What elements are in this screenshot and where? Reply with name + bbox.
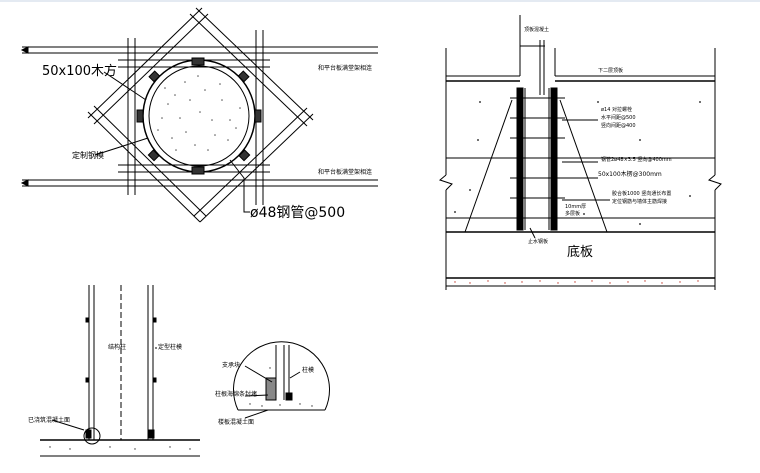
section-label-note-1: ø14 对拉螺栓 — [601, 107, 633, 113]
section-dots — [454, 101, 701, 225]
detail-label-sponge: 柱根海绵条封堵 — [215, 391, 258, 398]
section-label-plate-note: 多层板 — [565, 211, 581, 217]
section-label-top-pour: 顶板混凝土 — [524, 27, 550, 33]
section-label-plywood-2: 定位钢筋与墙体主筋焊接 — [612, 199, 668, 205]
plan-label-tie-bottom: 和平台板满堂架相连 — [318, 169, 373, 176]
column-concrete-hatch — [157, 75, 241, 151]
elevation-label-formwork: 定型柱模 — [158, 344, 183, 351]
section-label-bottom-left: 止水钢板 — [528, 239, 549, 245]
plan-view — [20, 7, 378, 223]
section-label-hole: 10mm厚 — [565, 204, 587, 210]
detail-label-column-side: 柱模 — [302, 367, 315, 374]
elevation-label-base-slab: 已浇筑混凝土面 — [28, 417, 71, 424]
section-label-base: 底板 — [567, 245, 594, 260]
section-label-plywood: 胶合板1000 竖向通长布置 — [612, 191, 672, 197]
detail-view — [233, 341, 330, 419]
base-slab-hatch — [454, 280, 699, 284]
detail-label-support: 支承块 — [222, 362, 241, 369]
elevation-view — [40, 285, 200, 457]
section-label-steel-tube: 钢管2ø48×3.5 竖向@400mm — [601, 157, 672, 163]
plan-label-tie-top: 和平台板满堂架相连 — [318, 65, 373, 72]
section-label-note-2: 水平间距@500 — [601, 115, 636, 121]
plan-label-pipe: ø48钢管@500 — [250, 205, 346, 221]
section-view — [438, 15, 722, 290]
plan-label-steel-plate: 定制钢模 — [72, 151, 104, 160]
elevation-hatch — [49, 446, 191, 450]
detail-hatch — [249, 367, 313, 407]
plan-label-timber: 50x100木方 — [42, 64, 118, 79]
elevation-label-column: 结构柱 — [108, 344, 127, 351]
detail-label-concrete: 楼板混凝土面 — [218, 419, 255, 426]
section-label-timber-row: 50x100木楞@300mm — [598, 171, 662, 178]
section-label-note-3: 竖向间距@400 — [601, 123, 636, 129]
section-label-wall-top: 下二层顶板 — [598, 68, 624, 74]
